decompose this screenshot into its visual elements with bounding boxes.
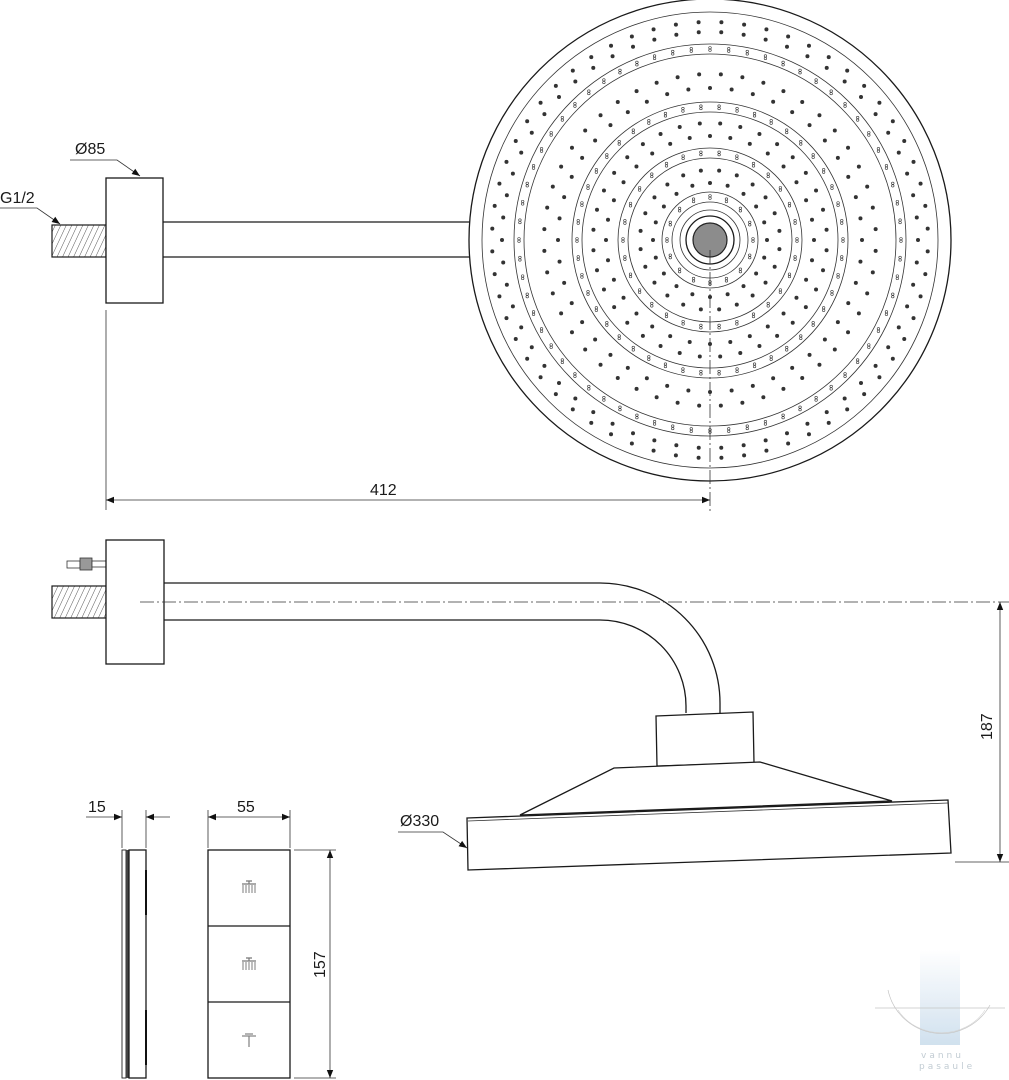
panel-depth-label: 15 — [88, 799, 106, 816]
flange-diameter-label: Ø85 — [75, 141, 105, 158]
control-panel-side: 15 — [86, 799, 170, 1079]
head-plate — [466, 799, 952, 871]
watermark-logo: vannu pasaule — [875, 950, 1005, 1072]
panel-width-label: 55 — [237, 799, 255, 816]
hand-shower-icon[interactable] — [242, 1033, 256, 1047]
svg-text:pasaule: pasaule — [919, 1062, 975, 1072]
wall-flange — [105, 539, 165, 665]
curved-arm — [164, 582, 721, 713]
height-label: 187 — [979, 713, 996, 740]
head-collar — [655, 711, 755, 767]
control-panel-front: 55 157 — [207, 799, 336, 1079]
head-diameter-label: Ø330 — [400, 813, 439, 830]
rain-shower-icon[interactable] — [242, 880, 256, 893]
cable-connector — [66, 557, 107, 571]
top-view: Ø85 G1/2 412 — [0, 0, 952, 512]
shower-head-plan — [468, 0, 952, 482]
thread-label: G1/2 — [0, 190, 35, 207]
thread-connector — [51, 224, 107, 258]
wall-flange — [105, 177, 164, 304]
arm-length-label: 412 — [370, 482, 397, 499]
nozzle-pattern — [490, 20, 930, 460]
rain-shower-icon[interactable] — [242, 957, 256, 970]
side-view: Ø330 187 — [51, 539, 1009, 871]
thread-connector — [51, 585, 107, 619]
svg-text:vannu: vannu — [921, 1051, 964, 1061]
panel-height-label: 157 — [312, 951, 329, 978]
head-cone — [519, 761, 893, 816]
